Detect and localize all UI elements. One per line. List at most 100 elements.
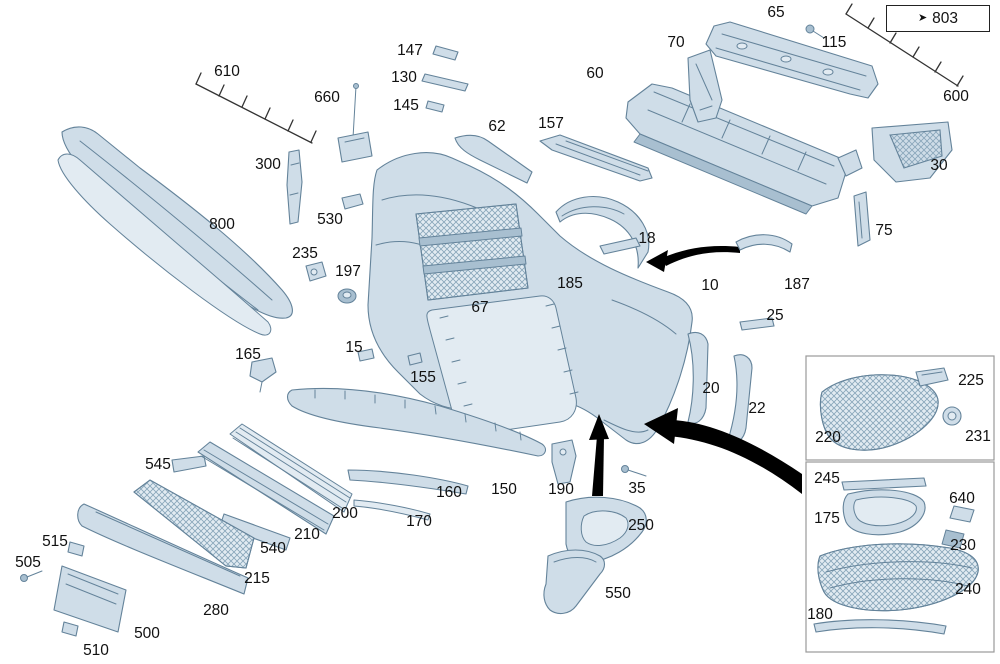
part-shape-160	[347, 469, 469, 495]
pointer-arrow-up	[589, 414, 609, 496]
part-label-505[interactable]: 505	[15, 554, 41, 571]
part-label-67[interactable]: 67	[471, 299, 489, 316]
part-label-22[interactable]: 22	[748, 400, 766, 417]
part-label-800[interactable]: 800	[209, 216, 235, 233]
part-shape-530	[341, 193, 364, 210]
part-label-610[interactable]: 610	[214, 63, 240, 80]
reference-arrow-icon: ➤	[917, 12, 928, 24]
part-shape-30	[871, 121, 953, 183]
part-label-215[interactable]: 215	[244, 570, 270, 587]
part-label-660[interactable]: 660	[314, 89, 340, 106]
part-label-245[interactable]: 245	[814, 470, 840, 487]
part-label-640[interactable]: 640	[949, 490, 975, 507]
part-label-220[interactable]: 220	[815, 429, 841, 446]
part-label-550[interactable]: 550	[605, 585, 631, 602]
part-shape-300	[286, 149, 303, 225]
part-label-235[interactable]: 235	[292, 245, 318, 262]
part-label-200[interactable]: 200	[332, 505, 358, 522]
part-label-147[interactable]: 147	[397, 42, 423, 59]
part-label-20[interactable]: 20	[702, 380, 720, 397]
part-shape-75	[853, 191, 871, 247]
part-label-230[interactable]: 230	[950, 537, 976, 554]
part-label-187[interactable]: 187	[784, 276, 810, 293]
part-shape-245	[841, 477, 927, 491]
pointer-arrow-inset	[644, 408, 802, 494]
part-shape-180	[813, 619, 947, 635]
part-label-35[interactable]: 35	[628, 480, 646, 497]
part-shape-60	[625, 83, 863, 215]
part-label-65[interactable]: 65	[767, 4, 785, 21]
group-reference-803[interactable]: ➤ 803	[886, 5, 990, 32]
part-shape-515	[67, 541, 85, 557]
part-label-25[interactable]: 25	[766, 307, 784, 324]
part-label-210[interactable]: 210	[294, 526, 320, 543]
pointer-arrow-18	[646, 246, 740, 272]
part-label-600[interactable]: 600	[943, 88, 969, 105]
scale-comb-600	[845, 3, 964, 87]
part-label-75[interactable]: 75	[875, 222, 893, 239]
part-label-500[interactable]: 500	[134, 625, 160, 642]
part-label-280[interactable]: 280	[203, 602, 229, 619]
part-shape-145	[425, 100, 445, 113]
part-label-165[interactable]: 165	[235, 346, 261, 363]
part-label-157[interactable]: 157	[538, 115, 564, 132]
part-shape-210	[197, 441, 335, 535]
part-shape-62	[454, 134, 533, 184]
part-shape-220	[819, 374, 939, 451]
part-label-155[interactable]: 155	[410, 369, 436, 386]
part-label-197[interactable]: 197	[335, 263, 361, 280]
part-label-60[interactable]: 60	[586, 65, 604, 82]
part-label-545[interactable]: 545	[145, 456, 171, 473]
part-label-170[interactable]: 170	[406, 513, 432, 530]
part-shape-65	[705, 21, 879, 99]
part-label-70[interactable]: 70	[667, 34, 685, 51]
part-shape-500	[53, 565, 127, 633]
part-label-231[interactable]: 231	[965, 428, 991, 445]
part-label-15[interactable]: 15	[345, 339, 363, 356]
part-shape-175	[842, 489, 926, 536]
part-label-225[interactable]: 225	[958, 372, 984, 389]
part-shape-150	[286, 387, 547, 457]
part-shape-250	[565, 496, 647, 563]
part-label-510[interactable]: 510	[83, 642, 109, 659]
part-shape-800	[57, 126, 293, 336]
part-shape-231	[942, 406, 962, 426]
part-label-10[interactable]: 10	[701, 277, 719, 294]
part-label-190[interactable]: 190	[548, 481, 574, 498]
reference-label: 803	[932, 9, 959, 27]
part-shape-155	[407, 352, 423, 366]
part-label-30[interactable]: 30	[930, 157, 948, 174]
part-shape-35	[621, 465, 647, 477]
part-shape-130	[421, 73, 469, 92]
part-shape-640	[949, 505, 975, 523]
part-shape-660	[337, 83, 373, 163]
part-shape-190	[551, 439, 577, 485]
part-shape-550	[543, 549, 606, 615]
part-label-150[interactable]: 150	[491, 481, 517, 498]
part-label-515[interactable]: 515	[42, 533, 68, 550]
part-shape-185	[555, 196, 650, 269]
part-shape-15	[357, 348, 375, 362]
part-label-250[interactable]: 250	[628, 517, 654, 534]
part-shape-230	[941, 529, 965, 549]
part-label-180[interactable]: 180	[807, 606, 833, 623]
part-label-300[interactable]: 300	[255, 156, 281, 173]
part-label-185[interactable]: 185	[557, 275, 583, 292]
part-label-175[interactable]: 175	[814, 510, 840, 527]
part-label-540[interactable]: 540	[260, 540, 286, 557]
part-label-115[interactable]: 115	[821, 34, 847, 51]
part-shape-157	[539, 134, 653, 182]
part-label-530[interactable]: 530	[317, 211, 343, 228]
part-label-145[interactable]: 145	[393, 97, 419, 114]
part-label-18[interactable]: 18	[638, 230, 656, 247]
part-label-62[interactable]: 62	[488, 118, 506, 135]
part-shape-115	[805, 24, 825, 39]
part-label-160[interactable]: 160	[436, 484, 462, 501]
inset-box-lower	[805, 461, 995, 653]
part-shape-22	[727, 354, 753, 443]
part-shape-20	[687, 331, 709, 424]
part-label-130[interactable]: 130	[391, 69, 417, 86]
part-shape-187	[735, 234, 793, 253]
part-shape-225	[915, 367, 949, 387]
part-label-240[interactable]: 240	[955, 581, 981, 598]
